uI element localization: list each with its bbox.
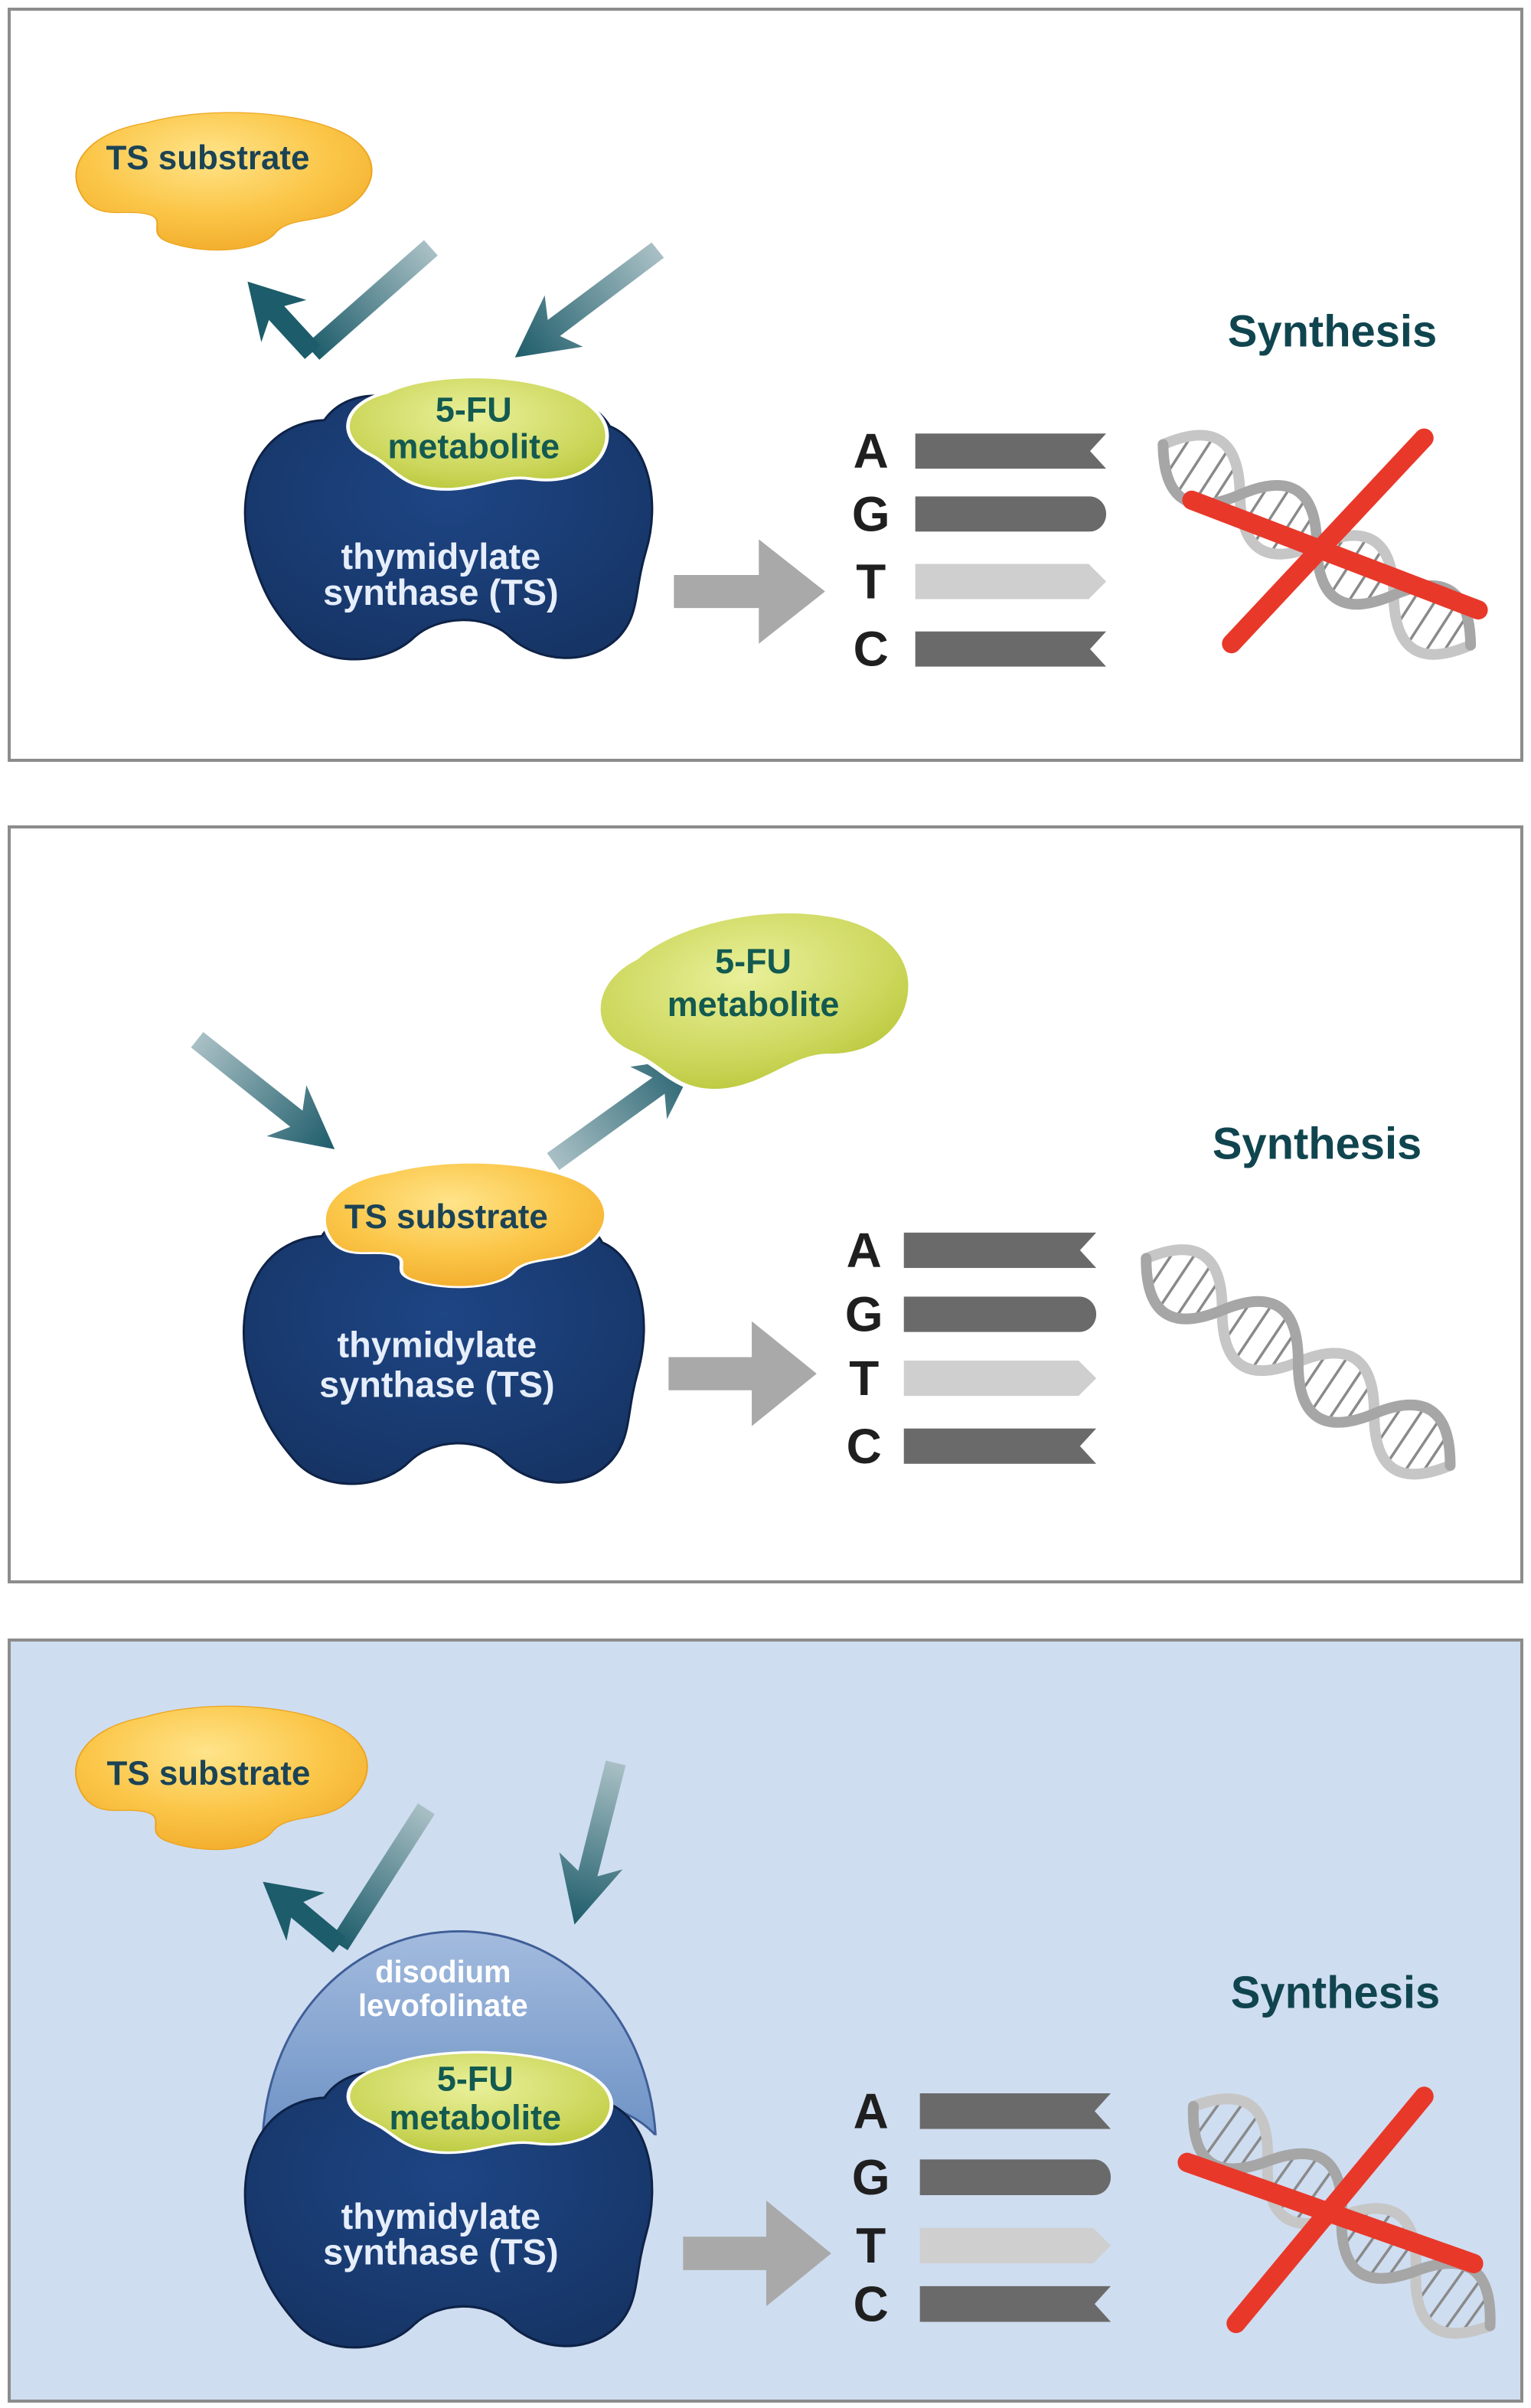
reaction-arrow-icon: [674, 539, 825, 644]
dna-bar-a: [915, 433, 1107, 469]
dna-letters: A G T C: [845, 1223, 883, 1474]
dna-letter-c: C: [847, 1419, 882, 1474]
enzyme-label-line1: thymidylate: [341, 536, 541, 577]
dna-bar-c: [919, 2285, 1112, 2322]
metabolite-label-line1: 5-FU: [437, 2059, 514, 2098]
substrate-rejected-arrow-icon: [247, 240, 438, 360]
dna-helix-icon: [1127, 1230, 1469, 1494]
dna-letter-a: A: [854, 2083, 889, 2139]
dna-letter-a: A: [854, 423, 889, 479]
dna-bar-c: [903, 1428, 1097, 1464]
dna-letters: A G T C: [852, 2083, 890, 2331]
dna-bar-t: [903, 1360, 1097, 1397]
ts-substrate-label: TS substrate: [344, 1198, 548, 1236]
enzyme-label-line2: synthase (TS): [323, 2232, 558, 2272]
metabolite-label-line2: metabolite: [389, 2098, 561, 2137]
synthesis-label: Synthesis: [1228, 306, 1437, 356]
dna-letters: A G T C: [852, 423, 890, 677]
dna-bar-g: [915, 496, 1107, 532]
dna-letter-a: A: [847, 1223, 882, 1278]
panel-1-metabolite-bound: TS substrate 5-FU metabolite thymidylate…: [8, 8, 1523, 762]
reaction-arrow-icon: [668, 1321, 817, 1426]
dna-bar-t: [915, 564, 1107, 600]
levofolinate-entry-arrow-icon: [559, 1760, 626, 1925]
dna-letter-g: G: [852, 2149, 890, 2205]
metabolite-label-line2: metabolite: [387, 427, 560, 466]
ts-substrate-blob: [75, 111, 373, 251]
blocked-cross-icon: [1182, 428, 1488, 654]
enzyme-label-line1: thymidylate: [341, 2197, 541, 2237]
synthesis-label: Synthesis: [1213, 1119, 1422, 1168]
dna-letter-t: T: [856, 554, 886, 609]
metabolite-label-line1: 5-FU: [436, 390, 512, 430]
dna-bar-g: [919, 2159, 1112, 2195]
metabolite-entry-arrow-icon: [514, 242, 664, 358]
dna-bars: [915, 433, 1107, 667]
dna-bar-a: [903, 1232, 1097, 1269]
ts-substrate-label: TS substrate: [106, 139, 309, 177]
enzyme-label-line2: synthase (TS): [323, 572, 559, 613]
dna-bars: [919, 2093, 1112, 2322]
synthesis-label: Synthesis: [1231, 1968, 1440, 2018]
panel-2-substrate-bound: 5-FU metabolite TS substrate thymidylate…: [8, 825, 1523, 1583]
blocked-cross-icon: [1177, 2086, 1484, 2334]
dna-letter-c: C: [854, 2276, 889, 2332]
reaction-arrow-icon: [683, 2201, 831, 2307]
dna-letter-t: T: [856, 2218, 886, 2274]
dna-letter-c: C: [854, 622, 889, 677]
enzyme-label-line1: thymidylate: [338, 1324, 537, 1364]
substrate-rejected-arrow-icon: [263, 1803, 435, 1953]
panel-3-levofolinate-stabilized: TS substrate disodium levofolinate 5-FU …: [8, 1639, 1523, 2403]
dna-bar-t: [919, 2227, 1112, 2264]
dna-bar-c: [915, 631, 1107, 667]
cap-label-line1: disodium: [375, 1955, 511, 1989]
metabolite-label-line1: 5-FU: [715, 942, 792, 981]
dna-bar-g: [903, 1296, 1097, 1332]
ts-substrate-label: TS substrate: [107, 1755, 311, 1792]
substrate-entry-arrow-icon: [191, 1031, 335, 1149]
dna-bars: [903, 1232, 1097, 1464]
enzyme-label-line2: synthase (TS): [319, 1364, 554, 1405]
cap-label-line2: levofolinate: [358, 1988, 528, 2023]
dna-bar-a: [919, 2093, 1112, 2129]
dna-letter-t: T: [849, 1351, 879, 1406]
metabolite-label-line2: metabolite: [668, 985, 840, 1024]
dna-letter-g: G: [852, 486, 890, 541]
metabolite-exit-arrow-icon: [547, 1057, 699, 1171]
dna-letter-g: G: [845, 1286, 883, 1341]
